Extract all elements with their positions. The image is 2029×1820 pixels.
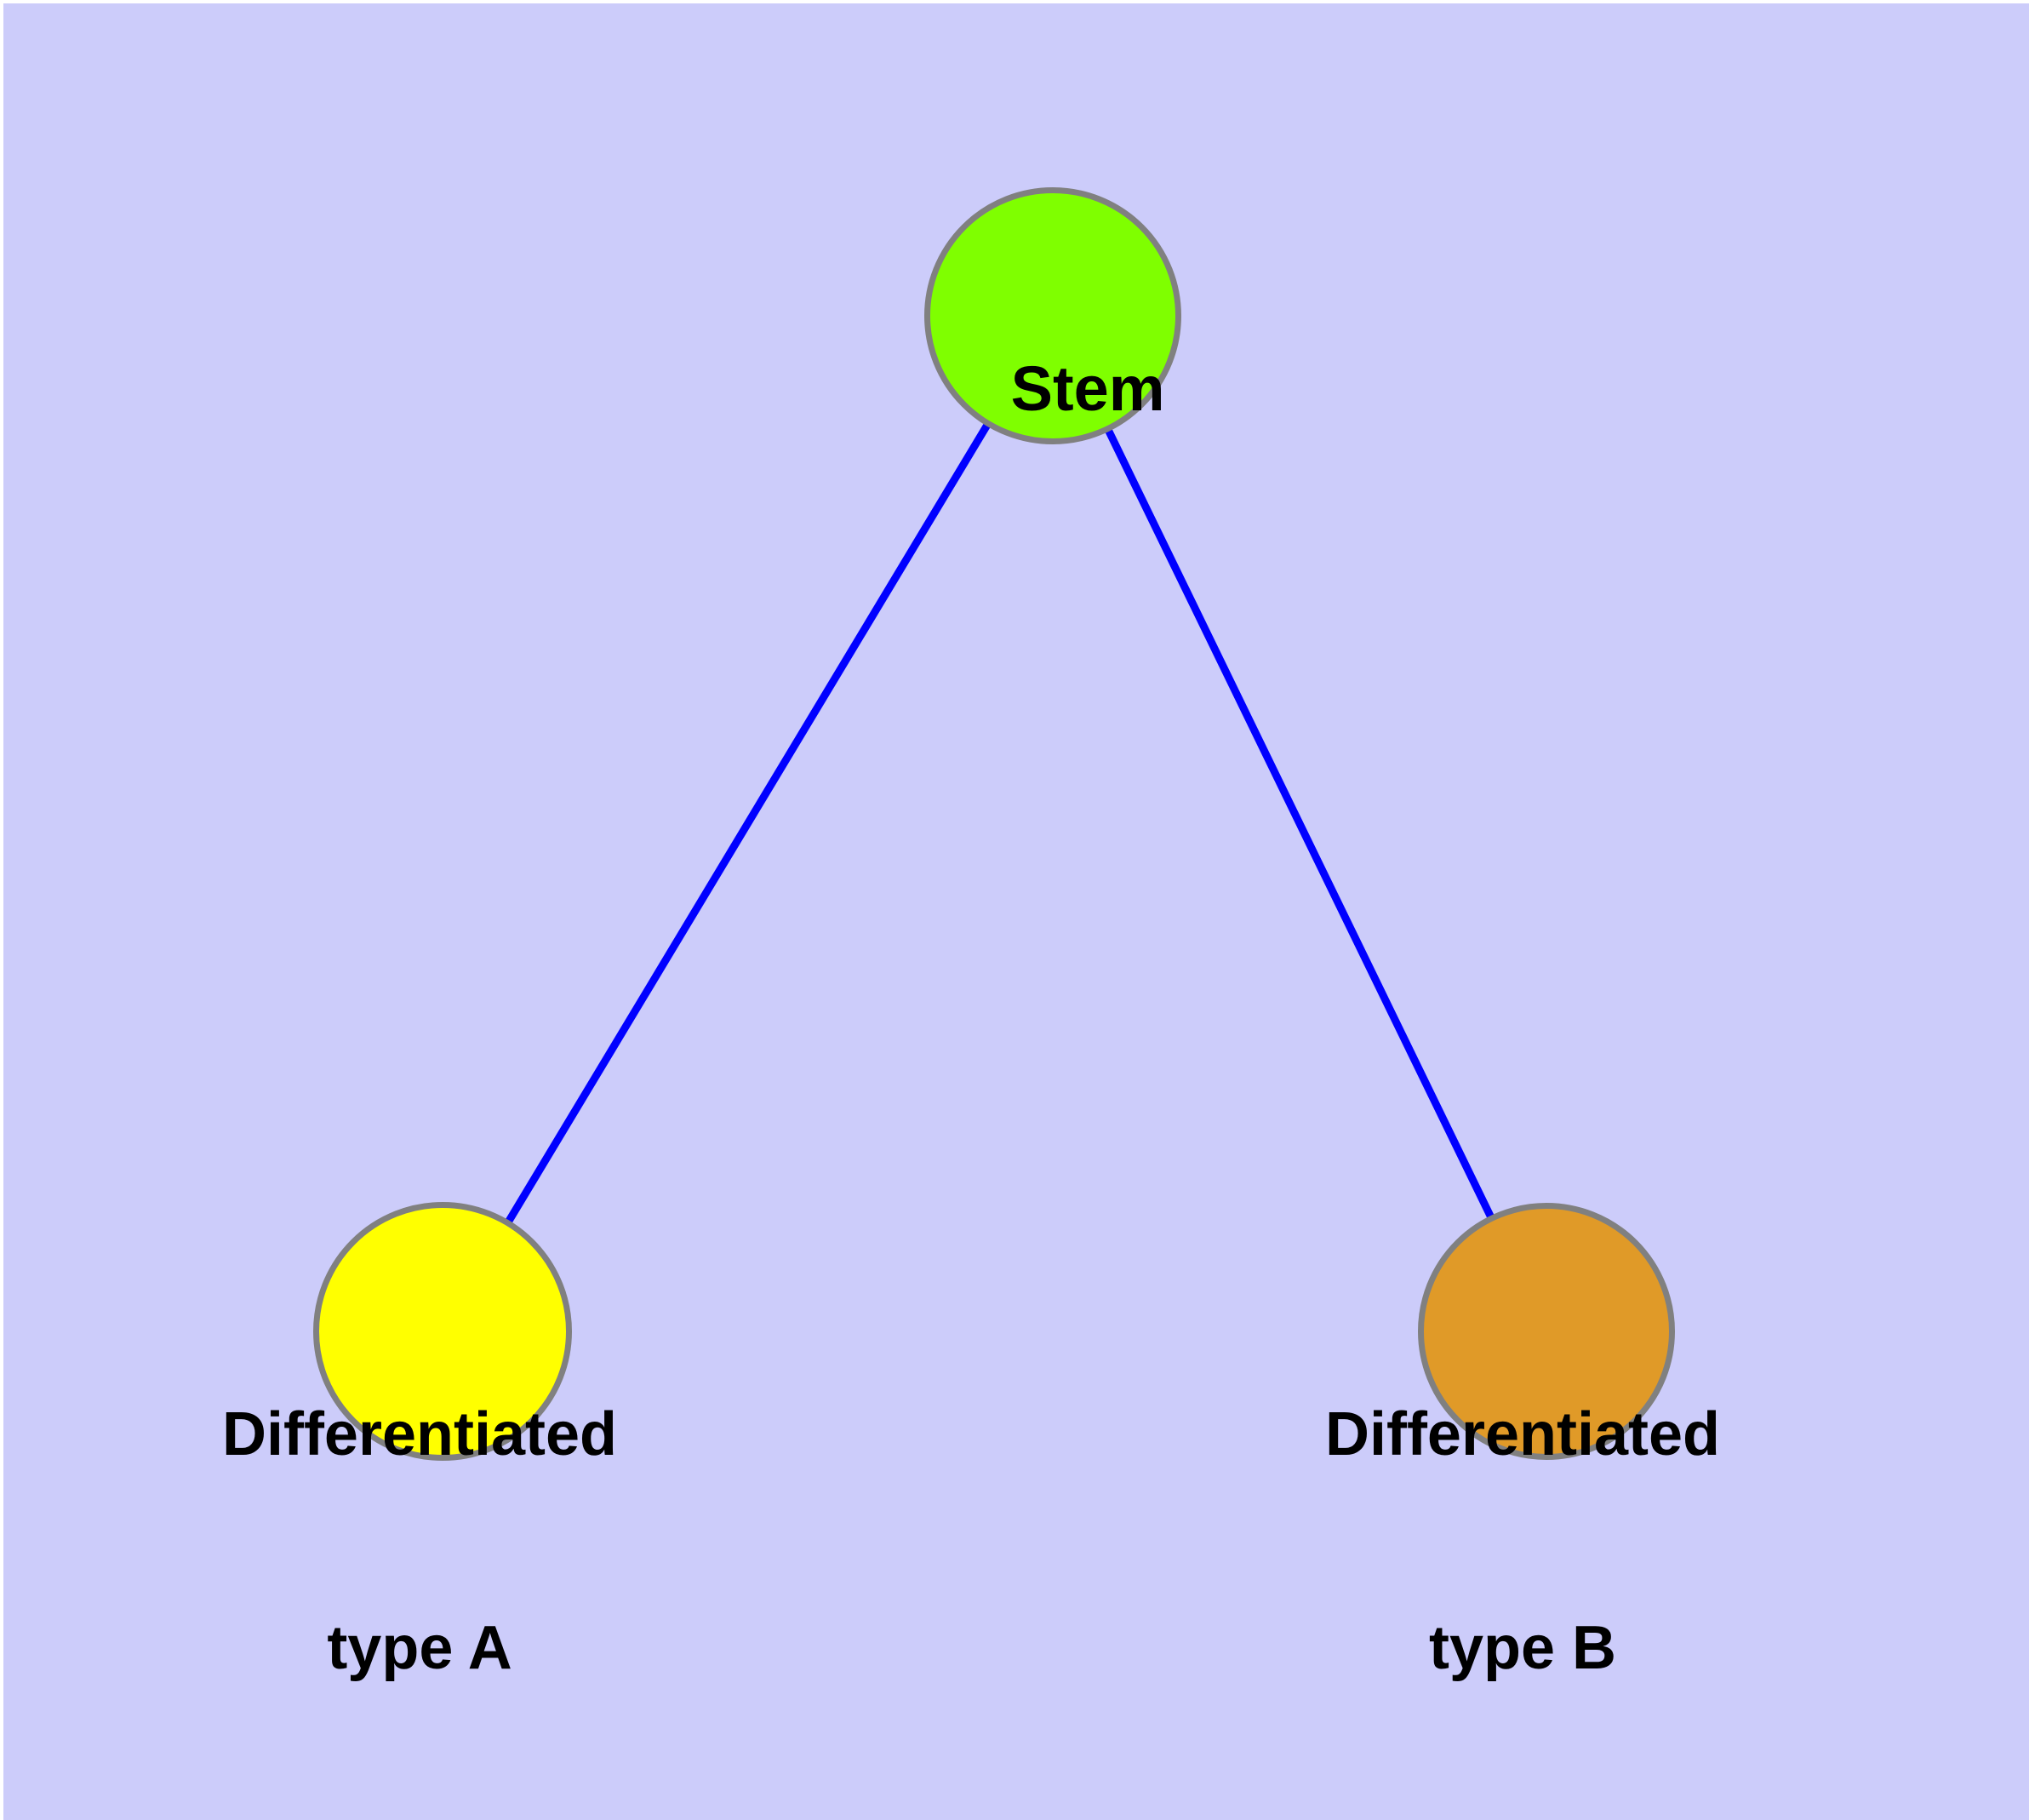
node-diff-b-circle[interactable]	[1418, 1203, 1675, 1460]
edge-stem-to-diff-a[interactable]	[503, 419, 993, 1228]
node-stem-circle[interactable]	[924, 187, 1181, 444]
node-diff-a-circle[interactable]	[313, 1202, 572, 1461]
node-layer	[313, 187, 1675, 1461]
edge-stem-to-diff-b[interactable]	[1103, 425, 1496, 1222]
edge-layer	[503, 419, 1496, 1228]
